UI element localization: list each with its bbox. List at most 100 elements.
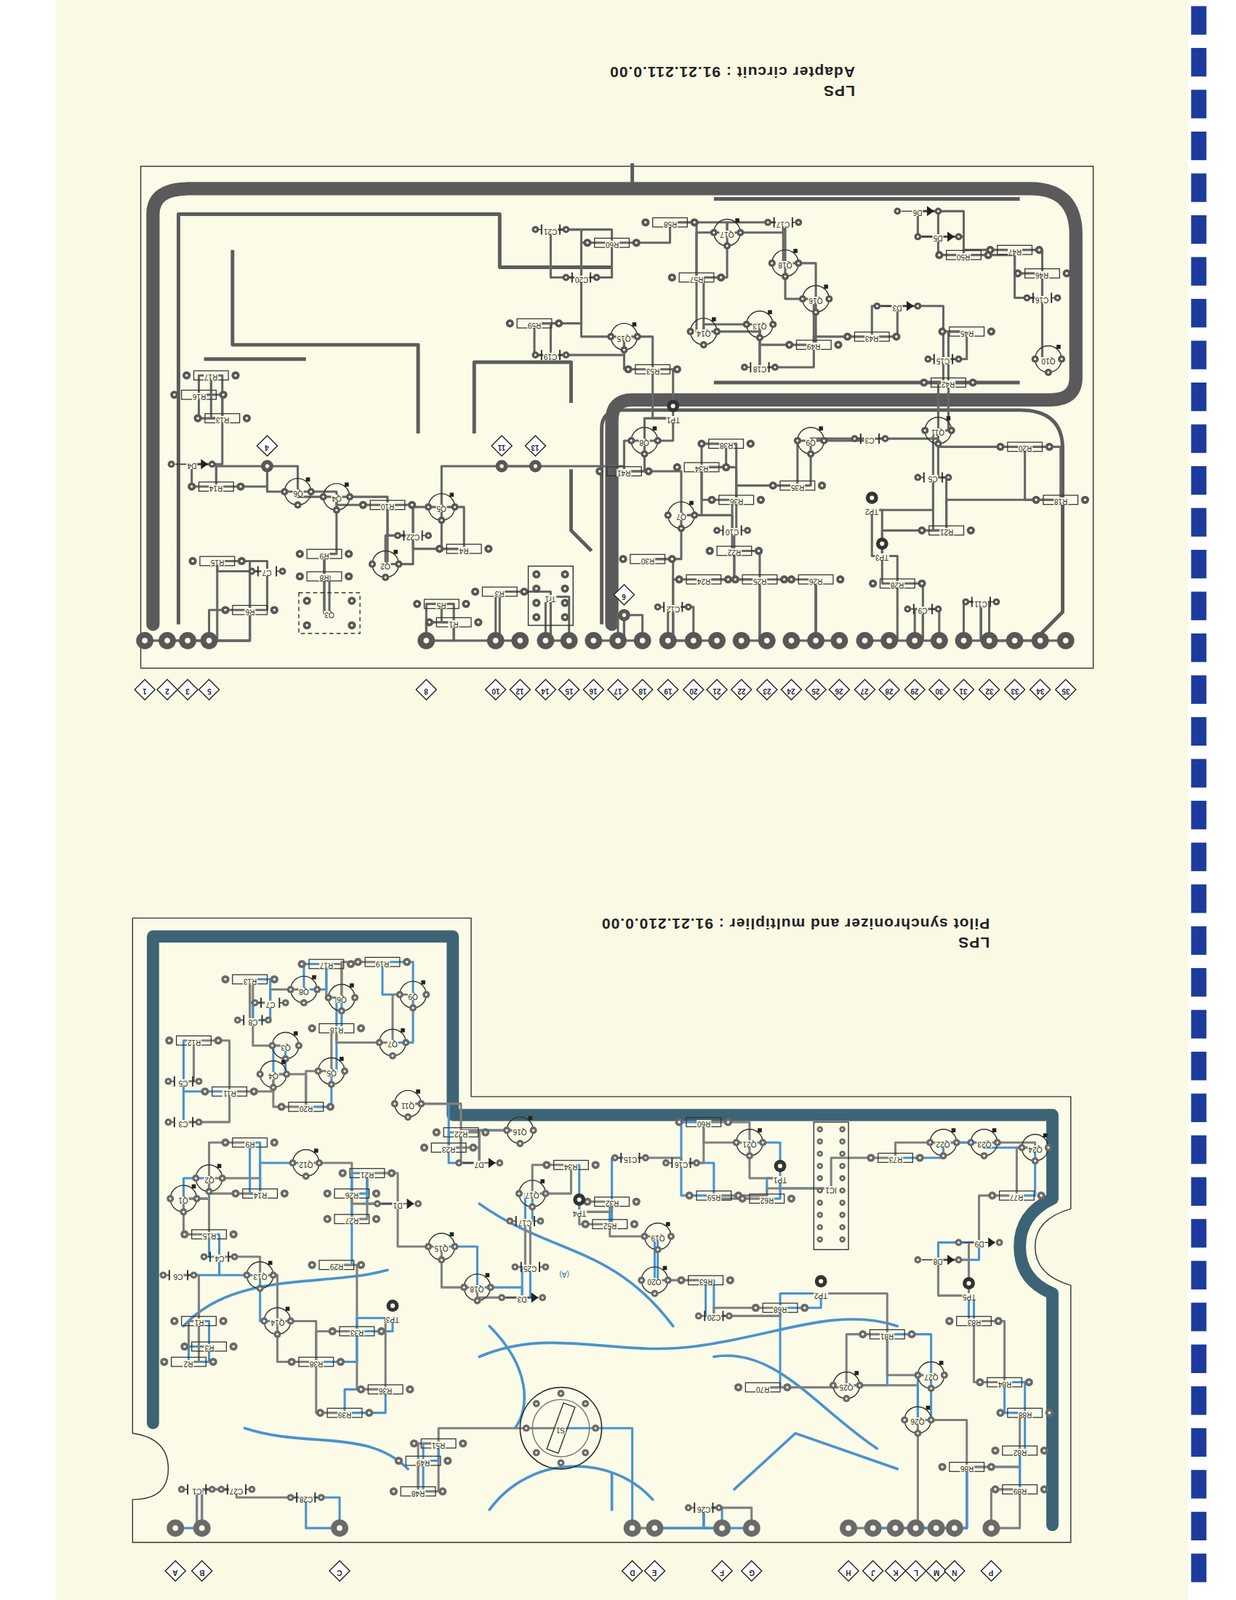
copper-trace	[932, 476, 946, 531]
transistor-tab	[285, 1306, 291, 1311]
solder-pad	[417, 631, 435, 650]
solder-pad	[842, 1394, 850, 1402]
transistor-tab	[652, 426, 658, 431]
solder-pad	[338, 1168, 347, 1177]
label-anchor: 11	[497, 439, 507, 453]
solder-pad	[560, 631, 579, 650]
outline-line	[768, 362, 770, 373]
label-anchor: Q4	[267, 1067, 279, 1081]
drill-hole	[370, 562, 373, 565]
drill-hole	[1016, 271, 1020, 275]
label-anchor: R46	[1034, 266, 1050, 280]
solder-pad	[313, 985, 321, 994]
solder-pad	[528, 1202, 536, 1210]
solder-pad	[591, 1160, 600, 1169]
drill-hole	[936, 637, 943, 644]
drill-hole	[727, 578, 730, 581]
solder-pad	[458, 1438, 467, 1447]
solder-pad	[295, 549, 304, 558]
solder-pad	[269, 1270, 278, 1279]
drill-hole	[250, 570, 254, 573]
resistor-symbol	[370, 500, 405, 510]
outline-line	[773, 217, 776, 228]
solder-pad	[623, 1518, 642, 1537]
solder-pad	[640, 1232, 648, 1240]
diode-symbol	[988, 1236, 996, 1247]
solder-pad	[424, 531, 432, 539]
resistor-symbol	[630, 554, 666, 564]
pin-diamond	[1030, 679, 1051, 700]
solder-pad	[633, 631, 652, 650]
solder-pad	[858, 1329, 867, 1338]
solder-pad	[708, 631, 726, 650]
label-anchor: Q13	[752, 317, 768, 331]
transistor-label: Q1	[178, 1196, 190, 1204]
solder-pad	[633, 332, 642, 341]
capacitor-label: C22	[405, 532, 421, 541]
transistor-outline	[929, 1129, 957, 1156]
drill-hole	[754, 1305, 758, 1309]
resistor-symbol	[956, 1315, 992, 1326]
drill-hole	[1037, 637, 1044, 644]
copper-trace	[734, 1433, 898, 1490]
solder-pad	[373, 1199, 381, 1207]
resistor-symbol	[999, 1190, 1035, 1201]
transistor-tab	[711, 316, 717, 322]
resistor-label: R50	[956, 253, 971, 261]
solder-pad	[375, 1038, 384, 1046]
drill-hole	[1027, 1380, 1031, 1384]
solder-pad	[980, 1151, 988, 1159]
label-anchor: R3	[494, 585, 506, 599]
pin-number: 12	[515, 687, 525, 695]
solder-pad	[839, 1137, 845, 1144]
solder-pad	[219, 1316, 228, 1325]
resistor-symbol	[309, 958, 344, 969]
drill-hole	[474, 590, 477, 594]
drill-hole	[823, 439, 826, 442]
resistor-symbol	[696, 1190, 732, 1201]
drill-hole	[869, 1156, 873, 1159]
drill-hole	[876, 304, 879, 307]
pin-number: 19	[663, 687, 673, 695]
copper-trace	[681, 1121, 704, 1163]
copper-trace	[438, 1427, 561, 1444]
drill-hole	[950, 428, 953, 432]
copper-trace	[937, 1259, 969, 1295]
resistor-symbol	[686, 1117, 722, 1127]
solder-pad	[519, 587, 528, 596]
resistor-label: R57	[689, 275, 704, 283]
copper-trace	[612, 222, 671, 243]
drill-hole	[717, 1506, 720, 1509]
solder-pad	[609, 631, 627, 650]
solder-pad	[829, 1381, 837, 1389]
drill-hole	[957, 1241, 960, 1244]
drill-hole	[639, 637, 646, 644]
drill-hole	[630, 439, 633, 442]
drill-hole	[534, 228, 537, 231]
diode-label: D6	[912, 208, 924, 216]
solder-pad	[193, 1194, 201, 1202]
label-anchor: R30	[639, 552, 655, 566]
drill-hole	[942, 1154, 945, 1157]
drill-hole	[359, 1026, 363, 1030]
transistor-tab	[663, 1265, 668, 1271]
outline-line	[245, 1483, 247, 1495]
solder-pad	[541, 1189, 549, 1197]
test-point	[386, 1299, 400, 1312]
solder-pad	[654, 436, 662, 445]
drill-hole	[669, 1234, 672, 1237]
resistor-label: R47	[1006, 247, 1022, 256]
drill-hole	[871, 582, 875, 586]
resistor-symbol	[319, 1023, 355, 1034]
transistor-label: Q13	[752, 322, 768, 330]
drill-hole	[922, 380, 926, 384]
drill-hole	[223, 977, 227, 981]
solder-pad	[953, 1138, 961, 1146]
outline-line	[191, 1116, 194, 1127]
label-anchor: R49	[806, 338, 821, 352]
drill-hole	[623, 348, 626, 351]
drill-hole	[988, 248, 992, 252]
resistor-symbol	[212, 1086, 248, 1097]
pin-diamond	[632, 679, 653, 700]
drill-hole	[329, 1105, 333, 1109]
